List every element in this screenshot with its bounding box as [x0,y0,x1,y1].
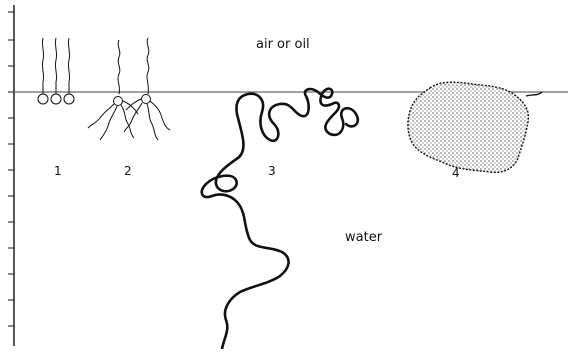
globular-particle [408,82,542,172]
polymer-chain [202,89,358,349]
surfactant-monolayer [38,38,74,104]
top-phase-label: air or oil [256,37,310,52]
item-label-4: 4 [452,166,460,180]
bottom-phase-label: water [345,230,383,245]
item-label-2: 2 [124,164,132,178]
left-scale [8,5,14,346]
item-label-1: 1 [54,164,62,178]
lipid-molecules [88,38,170,140]
item-label-3: 3 [268,164,276,178]
